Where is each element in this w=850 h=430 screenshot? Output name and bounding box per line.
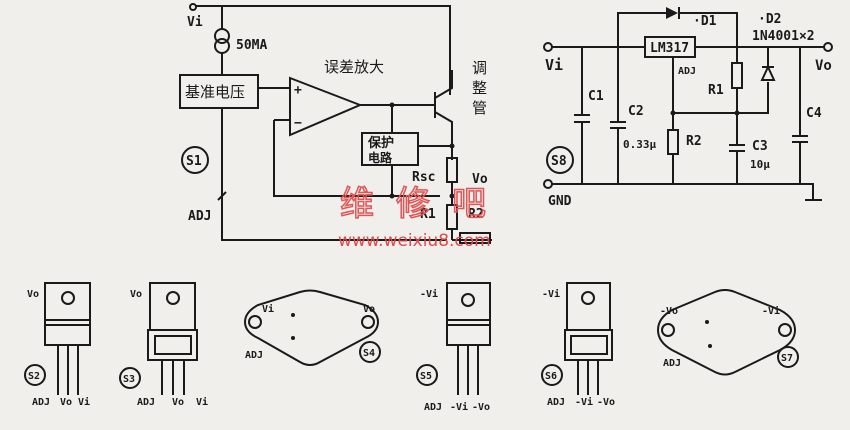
package-s6: -Vi ADJ -Vi -Vo S6 xyxy=(541,282,615,408)
r1-resistor xyxy=(446,204,458,230)
d1-label: ·D1 xyxy=(693,14,717,29)
s1-vi-label: Vi xyxy=(187,15,203,30)
pass-transistor-label-3: 管 xyxy=(472,99,487,117)
s8-vo-label: Vo xyxy=(815,58,832,74)
package-s3: Vo ADJ Vo Vi S3 xyxy=(119,282,208,408)
gnd-terminal xyxy=(543,179,553,189)
s2-tab-label: Vo xyxy=(27,289,39,300)
s7-pin-adj: ADJ xyxy=(663,358,681,369)
c1-label: C1 xyxy=(588,89,604,104)
s7-badge: S7 xyxy=(781,353,793,364)
s8-r2-label: R2 xyxy=(686,134,702,149)
adj-terminal xyxy=(217,191,227,201)
s5-pin-3: -Vo xyxy=(472,402,490,413)
opamp-icon xyxy=(289,76,363,137)
vi-terminal xyxy=(543,42,553,52)
watermark: 维修吧 www.weixiu8.com xyxy=(338,183,508,251)
c3-label: C3 xyxy=(752,139,768,154)
r1-resistor xyxy=(731,62,743,89)
s7-pin-vi: -Vi xyxy=(762,305,780,317)
diode-type-label: 1N4001×2 xyxy=(752,29,815,44)
r2-resistor xyxy=(459,232,491,244)
reference-box xyxy=(179,74,259,109)
s1-r2-label: R2 xyxy=(468,207,484,222)
s1-badge xyxy=(181,146,209,174)
s1-vo-label: Vo xyxy=(472,172,488,187)
s2-pin-1: ADJ xyxy=(32,397,50,408)
c2-value: 0.33μ xyxy=(623,138,656,151)
d1-diode-icon xyxy=(666,7,680,19)
pass-transistor-label-1: 调 xyxy=(472,59,487,77)
s6-pin-3: -Vo xyxy=(597,397,615,408)
c4-label: C4 xyxy=(806,106,822,121)
s2-pin-3: Vi xyxy=(78,396,90,408)
s5-tab-label: -Vi xyxy=(420,288,438,300)
d2-diode-icon xyxy=(760,64,776,81)
s8-badge-label: S8 xyxy=(551,154,567,169)
s5-pin-1: ADJ xyxy=(424,402,442,413)
s1-r1-label: R1 xyxy=(420,207,436,222)
lm317-box xyxy=(644,36,696,58)
package-s5: -Vi ADJ -Vi -Vo S5 xyxy=(416,282,491,413)
s7-pin-vo: -Vo xyxy=(660,306,678,317)
s8-gnd-label: GND xyxy=(548,194,572,209)
s8-adj-label: ADJ xyxy=(678,66,696,77)
s3-pin-1: ADJ xyxy=(137,397,155,408)
s3-pin-2: Vo xyxy=(172,397,184,408)
pass-transistor-label-2: 整 xyxy=(472,79,487,97)
protection-label-2: 电路 xyxy=(368,150,393,165)
r2-resistor xyxy=(667,129,679,155)
s8-lm317-circuit: Vi GND Vo LM317 ADJ ·D1 ·D2 1N4001×2 C1 … xyxy=(543,7,833,209)
s6-tab-label: -Vi xyxy=(542,288,560,300)
error-amp-label: 误差放大 xyxy=(324,58,384,76)
protection-box xyxy=(361,132,419,166)
s1-badge-label: S1 xyxy=(186,154,202,169)
s8-vi-label: Vi xyxy=(545,56,563,74)
c3-value: 10μ xyxy=(750,158,770,171)
s4-badge: S4 xyxy=(363,348,375,359)
watermark-logo: 维修吧 xyxy=(340,184,508,224)
current-source-icon xyxy=(214,28,230,54)
package-s2: Vo ADJ Vo Vi S2 xyxy=(24,282,91,408)
reference-label: 基准电压 xyxy=(185,83,245,101)
s8-badge xyxy=(546,146,574,174)
vi-terminal xyxy=(189,3,197,11)
rsc-resistor xyxy=(446,157,458,183)
s4-pin-adj: ADJ xyxy=(245,350,263,361)
s3-tab-label: Vo xyxy=(130,289,142,300)
d2-label: ·D2 xyxy=(758,12,781,27)
watermark-url: www.weixiu8.com xyxy=(338,231,491,251)
s3-badge: S3 xyxy=(123,374,135,385)
s2-badge: S2 xyxy=(28,371,40,382)
s5-pin-2: -Vi xyxy=(450,401,468,413)
rsc-label: Rsc xyxy=(412,170,435,185)
opamp-plus: + xyxy=(294,83,302,98)
s6-pin-2: -Vi xyxy=(575,396,593,408)
s5-badge: S5 xyxy=(420,371,432,382)
c2-label: C2 xyxy=(628,104,644,119)
lm317-label: LM317 xyxy=(650,41,689,56)
package-s4: Vi Vo ADJ S4 xyxy=(243,289,381,366)
s1-block-diagram: Vi 50MA 基准电压 + − 误差放大 调 整 管 保护 电路 Rsc Vo… xyxy=(179,3,492,244)
s6-badge: S6 xyxy=(545,371,557,382)
s1-adj-label: ADJ xyxy=(188,209,211,224)
s3-pin-3: Vi xyxy=(196,396,208,408)
current-source-label: 50MA xyxy=(236,38,267,53)
s4-pin-vi: Vi xyxy=(262,303,274,315)
s6-pin-1: ADJ xyxy=(547,397,565,408)
package-s7: -Vo -Vi ADJ S7 xyxy=(656,289,799,376)
vo-terminal xyxy=(823,42,833,52)
s8-r1-label: R1 xyxy=(708,83,724,98)
protection-label-1: 保护 xyxy=(367,135,394,151)
opamp-minus: − xyxy=(294,116,302,131)
s4-pin-vo: Vo xyxy=(363,304,375,315)
s2-pin-2: Vo xyxy=(60,397,72,408)
